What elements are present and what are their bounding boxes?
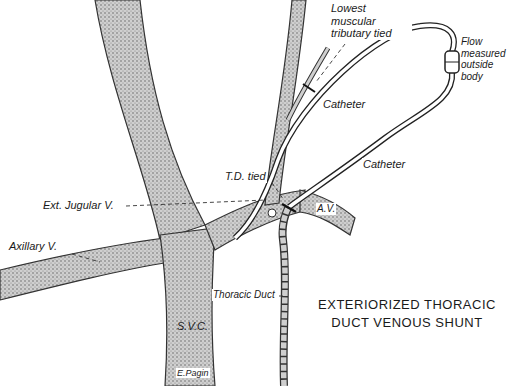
vessel-opening: [268, 209, 276, 217]
flowmeter: [445, 51, 459, 73]
brachiocephalic-vein: [205, 190, 305, 250]
superior-vena-cava: [160, 228, 215, 386]
tie-label: T.D. tied: [224, 170, 267, 183]
tie: [282, 204, 296, 212]
leader-line: [72, 254, 100, 262]
tributary-label: Lowest muscular tributary tied: [330, 2, 412, 40]
thoracic-duct-lumen: [282, 208, 288, 386]
catheter-lumen: [289, 72, 452, 207]
vessel-label: S.V.C.: [176, 320, 209, 333]
leader-line: [316, 44, 345, 82]
tie: [303, 84, 315, 92]
flowmeter-mark: [445, 62, 459, 63]
leader-line: [126, 200, 266, 206]
catheter-label: Catheter: [322, 98, 366, 111]
figure-title: EXTERIORIZED THORACIC DUCT VENOUS SHUNT: [300, 296, 514, 332]
leader-line: [279, 296, 283, 297]
vessel-label: Thoracic Duct: [212, 289, 276, 301]
catheter-label: Catheter: [362, 158, 406, 171]
flow-label: Flow measured outside body: [460, 36, 514, 82]
vessel-label: Axillary V.: [8, 240, 58, 253]
vessel-label: A.V.: [316, 203, 336, 215]
leader-line: [272, 183, 284, 200]
thoracic-duct: [282, 208, 288, 386]
signature: E.Pagin: [176, 368, 210, 378]
axillary-vein: [0, 238, 170, 300]
catheter-tube: [235, 25, 454, 238]
catheter-tube: [289, 72, 452, 207]
vessel-label: Ext. Jugular V.: [42, 199, 115, 212]
catheter-lumen: [235, 25, 454, 238]
